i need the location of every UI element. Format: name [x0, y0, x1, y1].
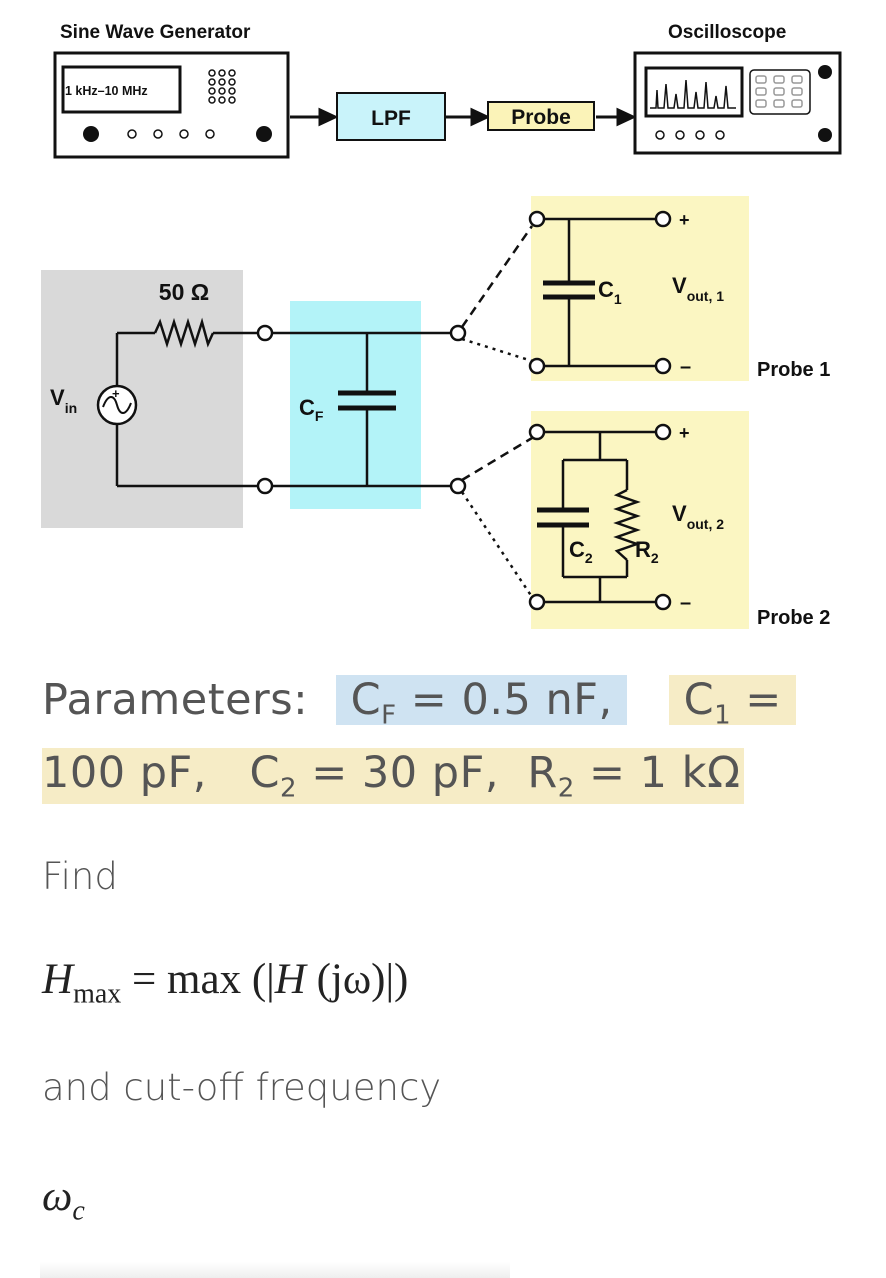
resistor-r2 [613, 488, 641, 561]
circuit-diagram: Sine Wave Generator 1 kHz–10 MHz LPF Pro… [41, 22, 842, 629]
probe1-region [531, 196, 749, 381]
cf-region [290, 301, 421, 509]
parameters-label: Parameters: [42, 675, 309, 725]
cf-label: CF [299, 395, 324, 424]
lpf-block [336, 92, 446, 141]
generator-keypad [208, 69, 236, 104]
capacitor-c1 [543, 280, 595, 300]
param-cf: CF = 0.5 nF, [336, 675, 627, 731]
probe1-wires [544, 217, 656, 368]
oscilloscope-screen [644, 66, 744, 118]
cutoff-label: and cut-off frequency [42, 1066, 442, 1109]
parameters-line-1: Parameters: CF = 0.5 nF, C1 = [42, 675, 797, 731]
resistor-50-ohm [153, 317, 215, 349]
vout1-plus: + [679, 210, 690, 230]
hmax-equation: Hmax = max (|H (jω)|) [42, 956, 409, 1010]
oscilloscope-knob-top [818, 65, 832, 79]
vout2-plus: + [679, 423, 690, 443]
vin-source-symbol: + [96, 384, 138, 426]
generator-display-text: 1 kHz–10 MHz [65, 84, 148, 98]
vout2-label: Vout, 2 [672, 501, 724, 532]
generator-display [61, 65, 182, 114]
oscilloscope-buttons [655, 130, 725, 140]
probe1-connection-dashed [460, 225, 534, 482]
generator-buttons [127, 129, 215, 139]
signal-chain-arrows [290, 107, 637, 127]
oscilloscope-label: Oscilloscope [668, 22, 786, 43]
lpf-label: LPF [371, 107, 411, 130]
generator-label: Sine Wave Generator [60, 22, 251, 43]
svg-text:+: + [112, 386, 120, 401]
vout2-minus: – [680, 592, 691, 614]
param-c1-start: C1 = [669, 675, 797, 731]
param-r2: R2 = 1 kΩ [527, 748, 741, 804]
probe1-label: Probe 1 [757, 359, 830, 381]
vout1-minus: – [680, 356, 691, 378]
param-c1-value: 100 pF, [42, 748, 207, 798]
source-wires [115, 331, 258, 488]
probe2-region [531, 411, 749, 629]
capacitor-c2 [537, 507, 589, 528]
vout1-label: Vout, 1 [672, 273, 724, 304]
oscilloscope-knob-bottom [818, 128, 832, 142]
c1-label: C1 [598, 277, 622, 307]
omega-c: ωc [42, 1173, 85, 1227]
capacitor-cf [338, 390, 396, 411]
oscilloscope-keypad [749, 69, 811, 115]
r2-label: R2 [635, 537, 659, 566]
probe2-label: Probe 2 [757, 607, 830, 629]
cf-wires [272, 331, 451, 488]
source-region [41, 270, 243, 528]
resistor-50-label: 50 Ω [159, 279, 209, 305]
probe-block-label: Probe [511, 106, 571, 129]
probe-block [487, 101, 595, 131]
probe2-wires [544, 430, 656, 604]
param-c2: C2 = 30 pF, [249, 748, 499, 804]
bottom-fade [40, 1262, 510, 1278]
oscilloscope-trace [650, 79, 736, 109]
vin-label: Vin [50, 385, 77, 416]
parameters-line-2: 100 pF, C2 = 30 pF, R2 = 1 kΩ [42, 748, 745, 804]
generator-knob-left [83, 126, 99, 142]
probe2-connection-dotted [460, 337, 534, 598]
find-label: Find [42, 855, 118, 898]
c2-label: C2 [569, 537, 593, 566]
generator-knob-right [256, 126, 272, 142]
terminals [256, 210, 672, 611]
